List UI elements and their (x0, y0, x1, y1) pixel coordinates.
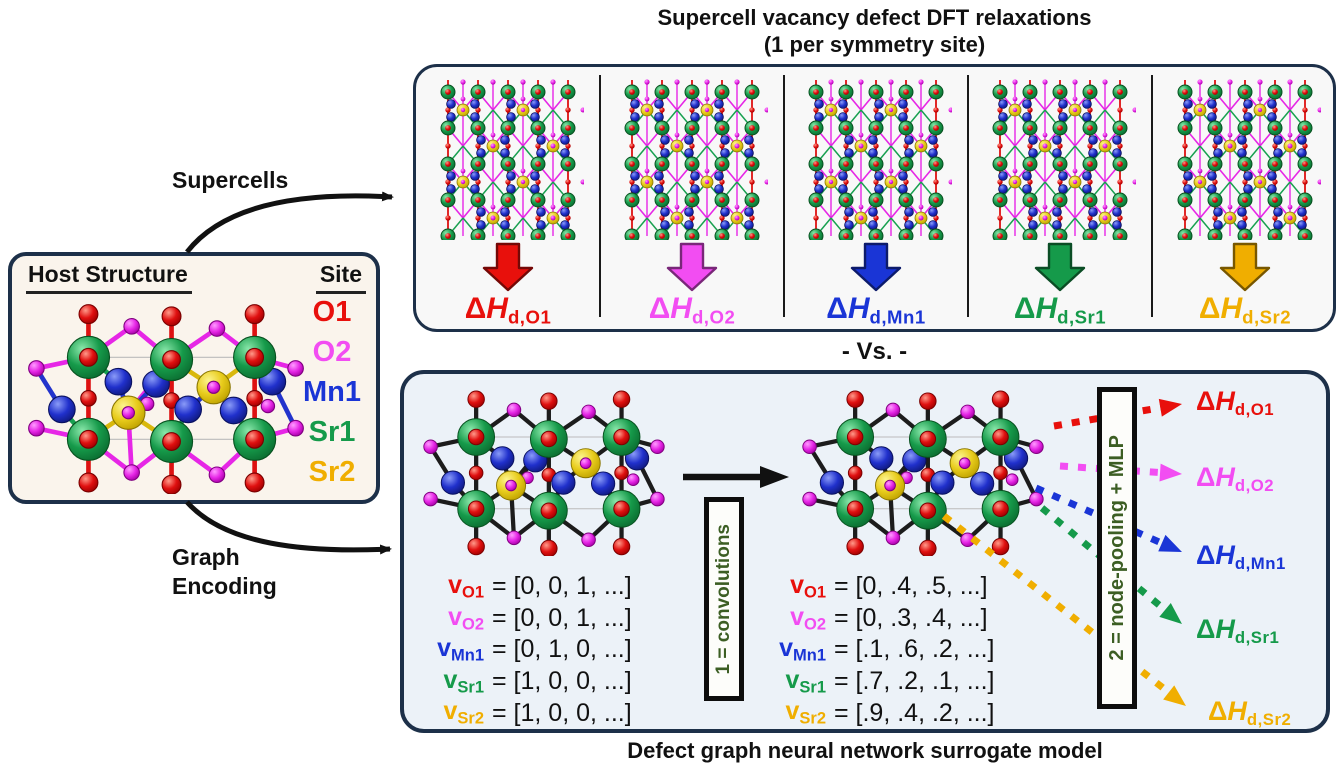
down-arrow-icon (850, 242, 902, 292)
delta-symbol: Δ (826, 292, 848, 325)
feature-vector-row: vSr1= [1, 0, 0, ...] (443, 665, 632, 697)
bottom-caption: Defect graph neural network surrogate mo… (627, 738, 1103, 763)
top-title: Supercell vacancy defect DFT relaxations… (413, 5, 1336, 59)
node-pooling-box: 2 = node-pooling + MLP (1097, 387, 1137, 709)
legend-item-sr2: Sr2 (308, 455, 356, 488)
feature-vector-row: vSr2= [1, 0, 0, ...] (443, 697, 632, 728)
dft-enthalpy-label: ΔHd,O2 (649, 292, 736, 329)
graph-encoding-label: Graph Encoding (172, 543, 277, 602)
supercell-image (992, 79, 1136, 240)
top-title-line1: Supercell vacancy defect DFT relaxations (657, 5, 1092, 30)
predicted-enthalpy-label: ΔHd,O2 (1196, 462, 1275, 496)
feature-vector-row: vO1= [0, 0, 1, ...] (448, 571, 632, 602)
enthalpy-subscript: d,O2 (691, 306, 736, 328)
enthalpy-symbol: H (847, 292, 870, 325)
panel-divider (967, 75, 969, 317)
dft-enthalpy-label: ΔHd,Sr2 (1199, 292, 1291, 329)
supercells-arrow (185, 191, 394, 254)
convolutions-box-label: 1 = convolutions (713, 523, 734, 675)
legend-item-o2: O2 (312, 335, 352, 368)
feature-vector-row: vMn1= [0, 1, 0, ...] (437, 634, 632, 665)
dft-relaxations-box: ΔHd,O1 ΔHd,O2 ΔHd,Mn1 ΔHd,Sr1 ΔHd,Sr2 (413, 64, 1336, 332)
node-pooling-box-label: 2 = node-pooling + MLP (1105, 435, 1128, 661)
supercell-image (1177, 79, 1321, 240)
feature-vector-row: vSr2= [.9, .4, .2, ...] (785, 697, 995, 728)
delta-symbol: Δ (464, 292, 487, 325)
predicted-enthalpy-label: ΔHd,Sr2 (1208, 696, 1292, 730)
dft-enthalpy-label: ΔHd,Sr1 (1014, 292, 1106, 329)
supercell-image (624, 79, 768, 240)
delta-symbol: Δ (648, 292, 671, 325)
enthalpy-symbol: H (1035, 292, 1058, 325)
delta-symbol: Δ (1013, 292, 1036, 325)
enthalpy-subscript: d,Sr1 (1057, 306, 1107, 328)
enthalpy-symbol: H (1220, 292, 1243, 325)
panel-divider (1151, 75, 1153, 317)
down-arrow-icon (1034, 242, 1086, 292)
enthalpy-subscript: d,Sr2 (1242, 306, 1292, 328)
graph-encoding-line1: Graph (172, 544, 240, 570)
supercell-image (440, 79, 584, 240)
dft-enthalpy-label: ΔHd,Mn1 (826, 292, 925, 329)
legend-item-o1: O1 (312, 295, 352, 328)
supercell-panel-o2: ΔHd,O2 (600, 67, 784, 329)
graph-initial-image (423, 390, 665, 556)
predicted-enthalpy-label: ΔHd,Mn1 (1196, 540, 1286, 574)
enthalpy-symbol: H (670, 292, 692, 325)
feature-vector-row: vMn1= [.1, .6, .2, ...] (779, 634, 995, 665)
convolution-arrow-icon (683, 466, 789, 488)
enthalpy-subscript: d,Mn1 (869, 306, 926, 328)
feature-vector-row: vO2= [0, 0, 1, ...] (448, 602, 632, 634)
feature-vector-row: vO2= [0, .3, .4, ...] (790, 602, 988, 634)
host-structure-image (28, 304, 304, 494)
feature-vector-row: vSr1= [.7, .2, .1, ...] (785, 665, 995, 697)
panel-divider (783, 75, 785, 317)
graph-encoding-line2: Encoding (172, 573, 277, 600)
site-legend: O1 O2 Mn1 Sr1 Sr2 (294, 292, 370, 492)
down-arrow-icon (1219, 242, 1271, 292)
supercell-panel-sr2: ΔHd,Sr2 (1153, 67, 1337, 329)
legend-item-mn1: Mn1 (303, 375, 361, 408)
supercell-image (808, 79, 952, 240)
legend-item-sr1: Sr1 (308, 415, 356, 448)
panel-divider (599, 75, 601, 317)
graph-final-image (802, 390, 1044, 556)
top-title-line2: (1 per symmetry site) (763, 31, 986, 57)
site-column-header: Site (315, 261, 366, 294)
supercell-panel-o1: ΔHd,O1 (416, 67, 600, 329)
vs-label: - Vs. - (841, 338, 908, 365)
predicted-enthalpy-label: ΔHd,Sr1 (1196, 614, 1280, 648)
down-arrow-icon (482, 242, 534, 292)
host-structure-box: Host Structure Site O1 O2 Mn1 Sr1 Sr2 (8, 252, 380, 504)
feature-vectors-initial: vO1= [0, 0, 1, ...] vO2= [0, 0, 1, ...] … (410, 571, 632, 729)
convolutions-box: 1 = convolutions (704, 497, 744, 701)
dft-enthalpy-label: ΔHd,O1 (465, 292, 552, 329)
feature-vectors-final: vO1= [0, .4, .5, ...] vO2= [0, .3, .4, .… (752, 571, 995, 729)
enthalpy-symbol: H (486, 292, 508, 325)
enthalpy-subscript: d,O1 (507, 306, 552, 328)
down-arrow-icon (666, 242, 718, 292)
gnn-model-box: 1 = convolutions 2 = node-pooling + MLP … (400, 370, 1330, 733)
supercell-panel-sr1: ΔHd,Sr1 (968, 67, 1152, 329)
host-structure-title: Host Structure (26, 261, 192, 294)
supercell-panel-mn1: ΔHd,Mn1 (784, 67, 968, 329)
predicted-enthalpy-label: ΔHd,O1 (1196, 386, 1275, 420)
feature-vector-row: vO1= [0, .4, .5, ...] (790, 571, 988, 602)
delta-symbol: Δ (1198, 292, 1221, 325)
supercells-label: Supercells (172, 167, 289, 193)
